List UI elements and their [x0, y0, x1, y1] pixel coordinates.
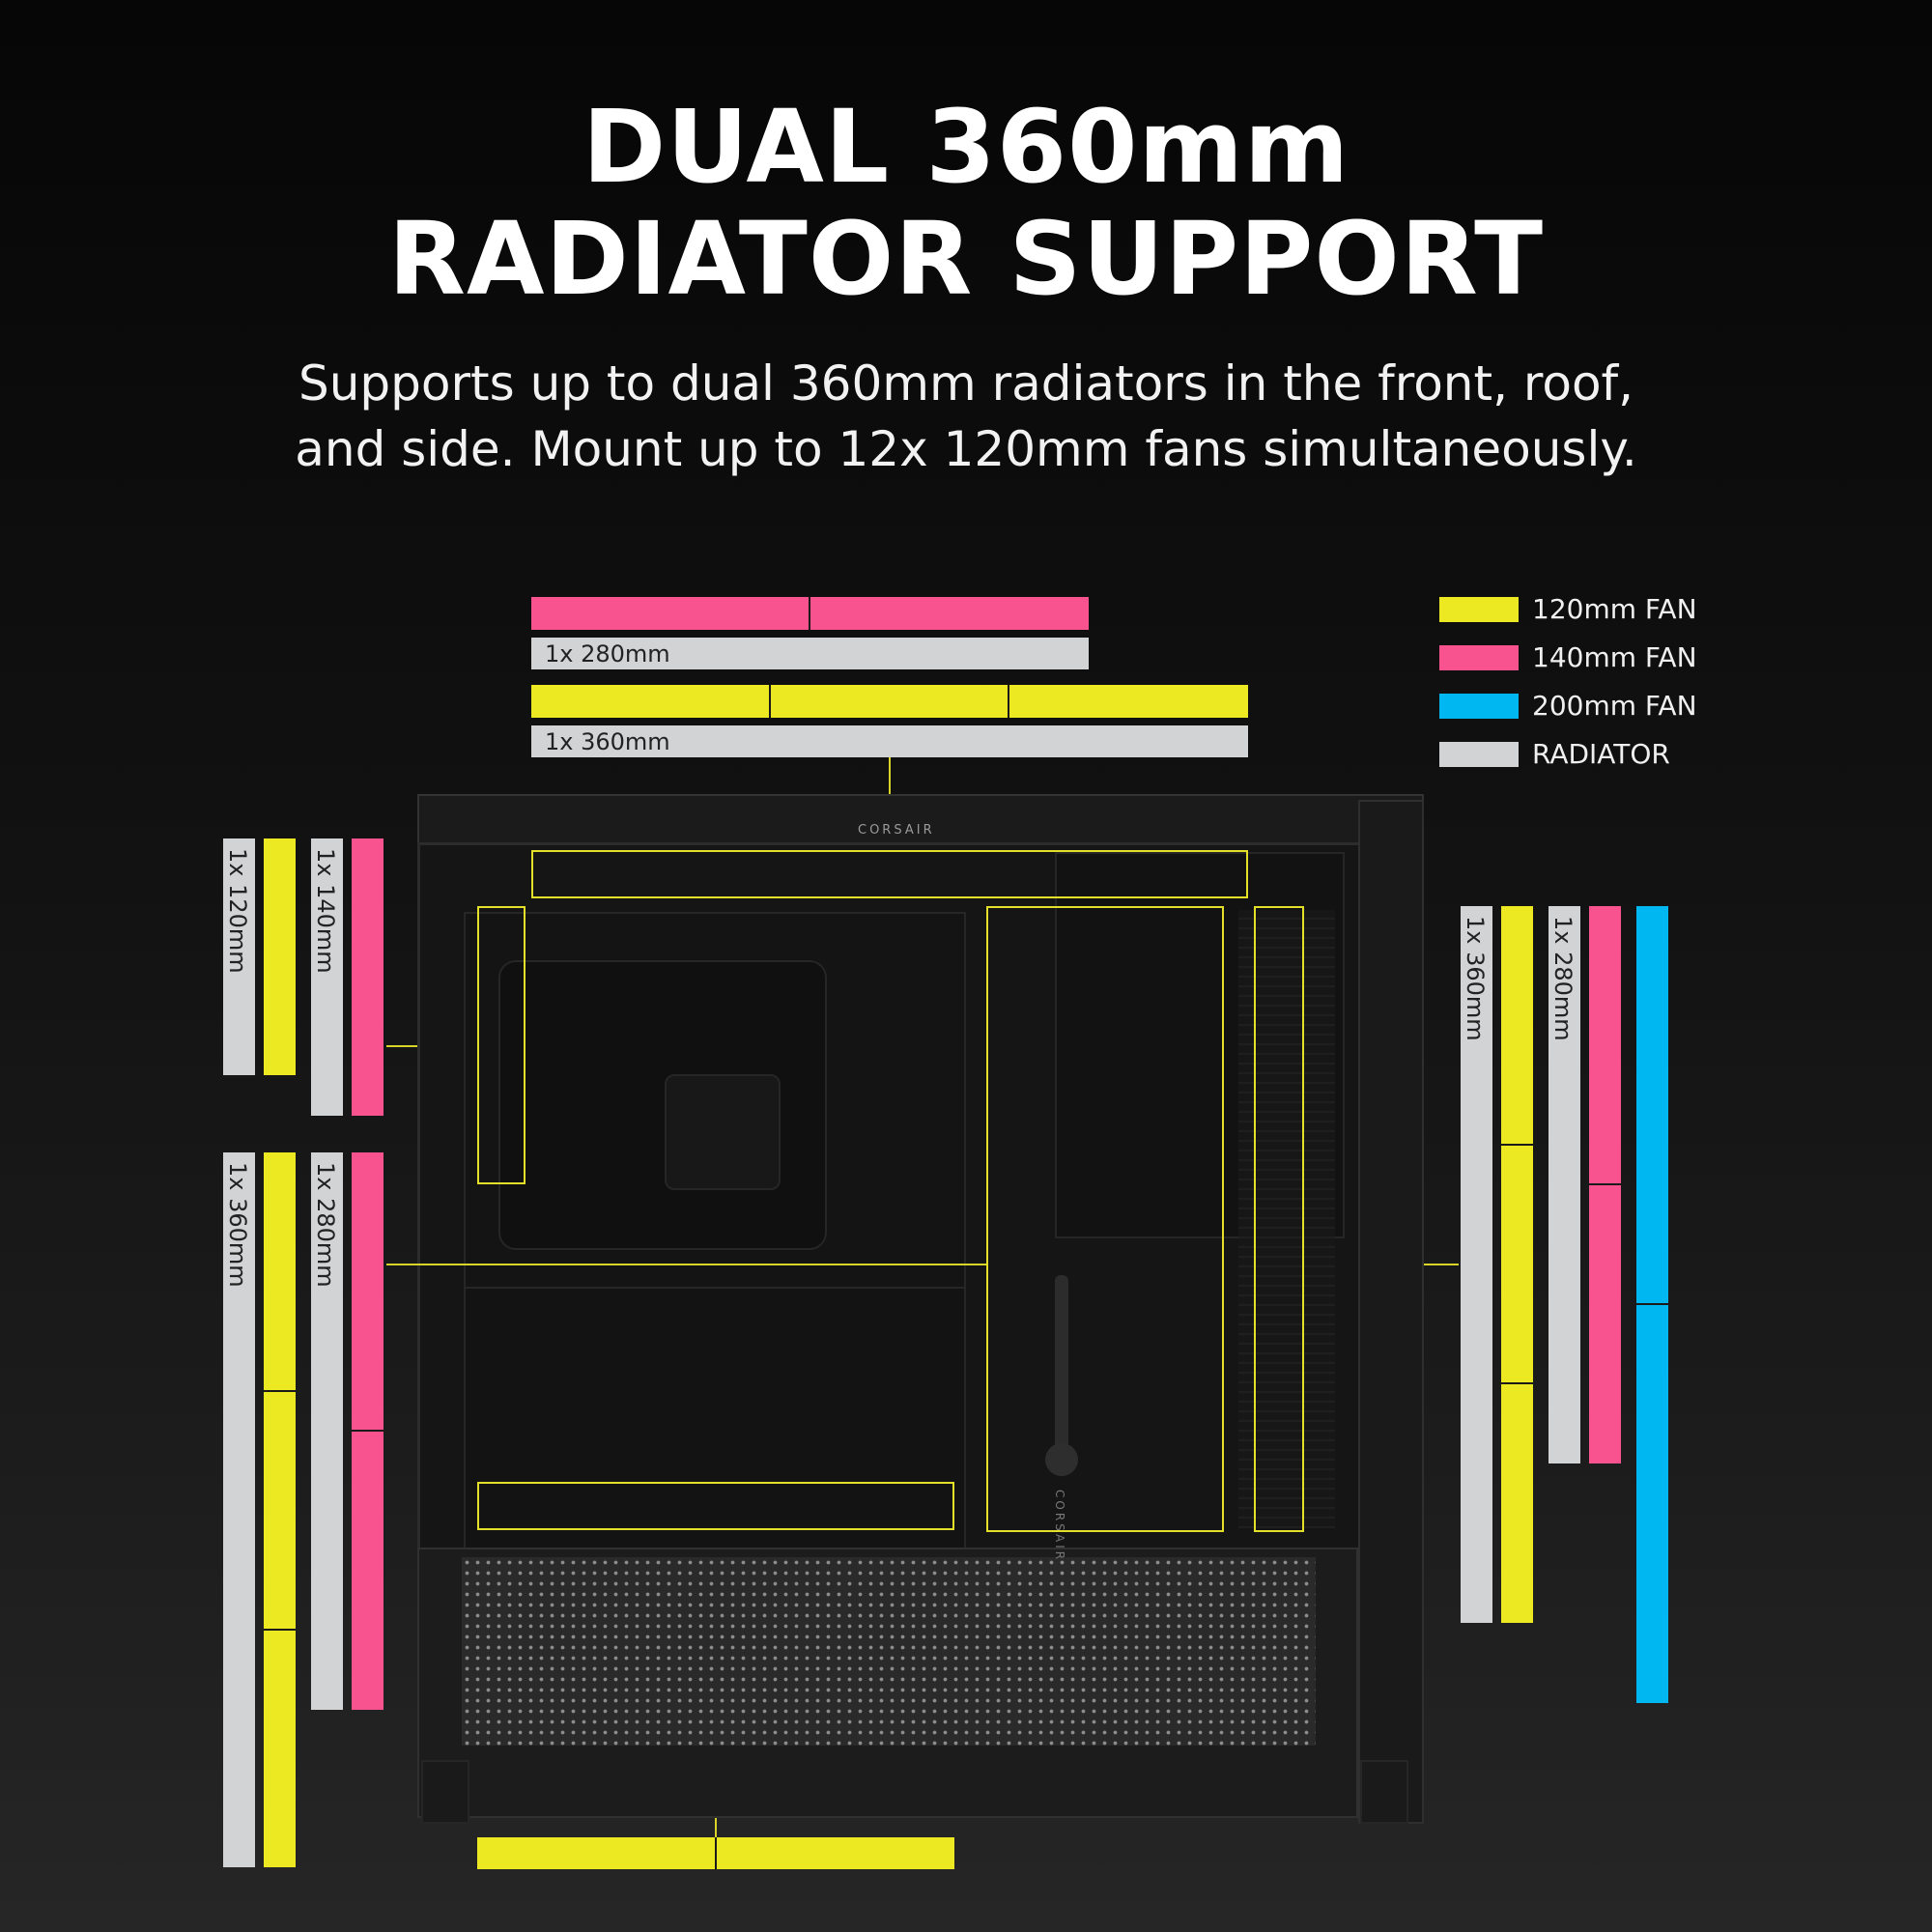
rear-mount-outline — [477, 906, 526, 1184]
rear-140mm-fan — [352, 838, 384, 1116]
front-140mm-fan-pair — [1589, 906, 1621, 1463]
cable-bar — [1055, 1275, 1068, 1474]
side-120mm-fan-triple — [264, 1152, 296, 1867]
case-foot-left — [421, 1760, 469, 1824]
legend: 120mm FAN 140mm FAN 200mm FAN RADIATOR — [1439, 593, 1758, 771]
bottom-mount-outline — [477, 1482, 954, 1530]
psu-shroud-mesh — [462, 1557, 1316, 1746]
legend-label-radiator: RADIATOR — [1532, 738, 1670, 770]
legend-label-120mm-fan: 120mm FAN — [1532, 593, 1697, 625]
side-280mm-radiator: 1x 280mm — [311, 1152, 343, 1710]
rear-140mm-radiator: 1x 140mm — [311, 838, 343, 1116]
roof-280mm-radiator: 1x 280mm — [531, 638, 1089, 669]
bottom-120mm-fan-pair — [477, 1837, 954, 1869]
front-120mm-fan-triple — [1501, 906, 1533, 1623]
case-logo: CORSAIR — [858, 823, 935, 838]
pc-case: CORSAIR CORSAIR — [386, 794, 1424, 1824]
legend-swatch-radiator — [1439, 742, 1519, 767]
thumb-screw — [1045, 1443, 1078, 1476]
case-foot-right — [1360, 1760, 1408, 1824]
front-360mm-radiator-label: 1x 360mm — [1461, 916, 1489, 1041]
roof-280mm-radiator-label: 1x 280mm — [545, 639, 670, 668]
roof-140mm-fan-pair — [531, 597, 1089, 630]
subtitle-line-1: Supports up to dual 360mm radiators in t… — [298, 355, 1634, 412]
rear-120mm-fan — [264, 838, 296, 1075]
front-280mm-radiator-label: 1x 280mm — [1548, 916, 1577, 1041]
roof-360mm-radiator: 1x 360mm — [531, 725, 1248, 757]
rear-140mm-radiator-label: 1x 140mm — [311, 848, 339, 974]
side-360mm-radiator-label: 1x 360mm — [223, 1162, 251, 1288]
subtitle-line-2: and side. Mount up to 12x 120mm fans sim… — [295, 421, 1637, 477]
page-title-line-1: DUAL 360mm — [582, 88, 1350, 206]
page-title-line-2: RADIATOR SUPPORT — [387, 200, 1545, 318]
roof-mount-outline — [531, 850, 1248, 898]
side-leader-line — [386, 1264, 986, 1265]
case-top-panel — [417, 794, 1424, 848]
case-front-panel — [1358, 800, 1424, 1824]
legend-label-200mm-fan: 200mm FAN — [1532, 690, 1697, 722]
side-mount-outline — [986, 906, 1224, 1532]
side-140mm-fan-pair — [352, 1152, 384, 1710]
front-280mm-radiator: 1x 280mm — [1548, 906, 1580, 1463]
side-360mm-radiator: 1x 360mm — [223, 1152, 255, 1867]
front-200mm-fan-pair — [1636, 906, 1668, 1703]
side-280mm-radiator-label: 1x 280mm — [311, 1162, 339, 1288]
rear-120mm-radiator: 1x 120mm — [223, 838, 255, 1075]
rear-120mm-radiator-label: 1x 120mm — [223, 848, 251, 974]
front-mount-outline — [1254, 906, 1304, 1532]
legend-swatch-140mm-fan — [1439, 645, 1519, 670]
roof-120mm-fan-triple — [531, 685, 1248, 718]
legend-label-140mm-fan: 140mm FAN — [1532, 641, 1697, 673]
legend-swatch-120mm-fan — [1439, 597, 1519, 622]
front-360mm-radiator: 1x 360mm — [1461, 906, 1492, 1623]
cpu-cutout — [665, 1074, 781, 1190]
roof-360mm-radiator-label: 1x 360mm — [545, 727, 670, 755]
legend-swatch-200mm-fan — [1439, 694, 1519, 719]
